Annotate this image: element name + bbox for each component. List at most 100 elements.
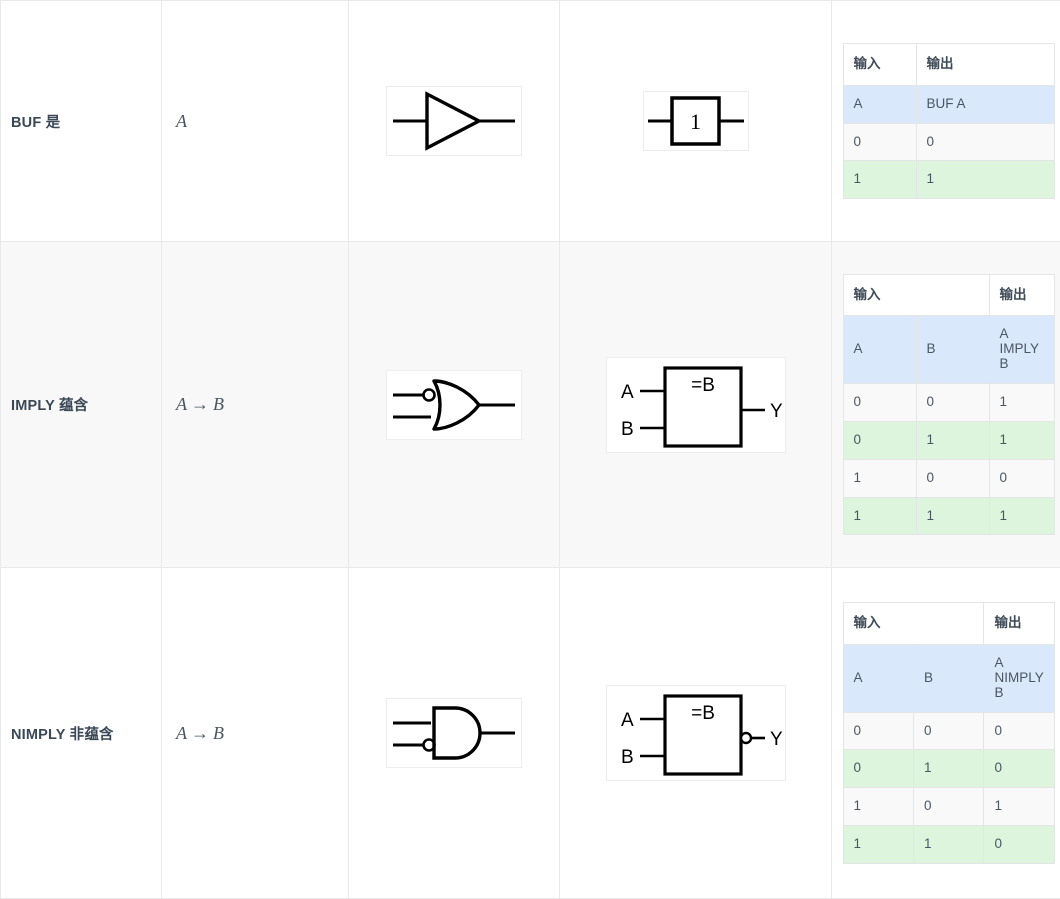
truth-header-row: 输入 输出	[843, 43, 1054, 85]
truth-input-col-a: A	[843, 316, 916, 384]
gate-expression: A	[162, 111, 348, 132]
truth-table-cell: 输入 输出 A B A NIMPLY B 0 0 0	[832, 568, 1060, 899]
truth-output-header: 输出	[984, 603, 1054, 645]
gate-expression: A→B	[162, 723, 348, 744]
gate-name-cell: BUF 是	[1, 1, 162, 242]
iec-output-label: Y	[770, 729, 783, 750]
truth-cell-out: 1	[989, 497, 1054, 535]
gate-name-cell: NIMPLY 非蕴含	[1, 568, 162, 899]
truth-cell-out: 0	[916, 123, 1054, 161]
gate-name-cjk: 蕴含	[59, 398, 88, 414]
gate-name-en: IMPLY	[11, 398, 55, 414]
expr-arrow-icon: →	[187, 723, 213, 743]
truth-cell-a: 1	[843, 788, 913, 826]
table-row: BUF 是 A	[1, 1, 1060, 242]
truth-output-header: 输出	[989, 274, 1054, 316]
iec-box-1-icon: 1	[643, 91, 749, 151]
iec-symbol-wrap: A B =B Y	[560, 685, 831, 781]
truth-data-row: 0 1 1	[843, 421, 1054, 459]
truth-cell-b: 0	[913, 712, 984, 750]
truth-input-header: 输入	[843, 603, 984, 645]
ansi-symbol-wrap	[349, 370, 559, 440]
truth-cell-a: 0	[843, 384, 916, 422]
truth-cell-a: 0	[843, 712, 913, 750]
truth-cell-out: 0	[984, 712, 1054, 750]
truth-header-row: 输入 输出	[843, 603, 1054, 645]
ansi-symbol-cell	[349, 568, 560, 899]
truth-cell-out: 1	[989, 384, 1054, 422]
truth-data-row: 1 1	[843, 161, 1054, 199]
truth-cell-b: 1	[916, 497, 989, 535]
truth-subheader-row: A B A NIMPLY B	[843, 644, 1054, 712]
truth-cell-out: 1	[916, 161, 1054, 199]
truth-subheader-row: A BUF A	[843, 85, 1054, 123]
or-gate-inverted-input-icon	[386, 370, 522, 440]
iec-box-label: =B	[691, 375, 715, 396]
truth-input-col-a: A	[843, 85, 916, 123]
gate-name-cjk: 是	[46, 115, 61, 131]
truth-output-col: BUF A	[916, 85, 1054, 123]
truth-output-col: A NIMPLY B	[984, 644, 1054, 712]
table-row: NIMPLY 非蕴含 A→B	[1, 568, 1060, 899]
truth-cell-out: 0	[984, 750, 1054, 788]
gate-expression-cell: A→B	[162, 242, 349, 568]
ansi-symbol-wrap	[349, 86, 559, 156]
truth-table-cell: 输入 输出 A B A IMPLY B 0 0 1	[832, 242, 1060, 568]
truth-cell-out: 0	[989, 459, 1054, 497]
iec-input-label-a: A	[621, 382, 634, 403]
iec-input-label-b: B	[621, 419, 634, 440]
truth-table: 输入 输出 A BUF A 0 0 1 1	[843, 43, 1055, 199]
expr-lhs: A	[176, 394, 187, 414]
truth-cell-out: 1	[984, 788, 1054, 826]
truth-table-wrap: 输入 输出 A B A IMPLY B 0 0 1	[832, 266, 1060, 544]
gate-expression-cell: A	[162, 1, 349, 242]
iec-symbol-cell: 1	[560, 1, 832, 242]
gate-name-cell: IMPLY 蕴含	[1, 242, 162, 568]
gate-expression: A→B	[162, 394, 348, 415]
truth-input-header: 输入	[843, 43, 916, 85]
truth-table: 输入 输出 A B A NIMPLY B 0 0 0	[843, 602, 1055, 864]
gate-name-en: BUF	[11, 115, 41, 131]
truth-data-row: 0 0 1	[843, 384, 1054, 422]
truth-input-col-b: B	[916, 316, 989, 384]
truth-data-row: 0 0	[843, 123, 1054, 161]
truth-header-row: 输入 输出	[843, 274, 1054, 316]
truth-cell-a: 1	[843, 497, 916, 535]
gate-name-en: NIMPLY	[11, 727, 65, 743]
truth-cell-b: 1	[913, 826, 984, 864]
iec-symbol-wrap: 1	[560, 91, 831, 151]
gate-name: IMPLY 蕴含	[1, 394, 161, 415]
ansi-symbol-cell	[349, 1, 560, 242]
expr-arrow-icon: →	[187, 394, 213, 414]
truth-table-wrap: 输入 输出 A BUF A 0 0 1 1	[832, 35, 1060, 207]
truth-cell-out: 1	[989, 421, 1054, 459]
iec-box-le-b-icon: A B =B Y	[606, 357, 786, 453]
iec-symbol-cell: A B =B Y	[560, 568, 832, 899]
gate-name: BUF 是	[1, 111, 161, 132]
truth-cell-b: 0	[916, 384, 989, 422]
ansi-symbol-wrap	[349, 698, 559, 768]
truth-cell-a: 0	[843, 750, 913, 788]
truth-cell-a: 1	[843, 459, 916, 497]
iec-symbol-cell: A B =B Y	[560, 242, 832, 568]
truth-input-col-a: A	[843, 644, 913, 712]
truth-data-row: 0 0 0	[843, 712, 1054, 750]
truth-data-row: 1 0 1	[843, 788, 1054, 826]
truth-cell-a: 0	[843, 123, 916, 161]
truth-data-row: 0 1 0	[843, 750, 1054, 788]
table-row: IMPLY 蕴含 A→B	[1, 242, 1060, 568]
truth-cell-a: 1	[843, 826, 913, 864]
truth-cell-b: 1	[913, 750, 984, 788]
inversion-bubble-icon	[741, 733, 751, 743]
truth-table: 输入 输出 A B A IMPLY B 0 0 1	[843, 274, 1055, 536]
truth-data-row: 1 1 1	[843, 497, 1054, 535]
iec-symbol-wrap: A B =B Y	[560, 357, 831, 453]
expr-lhs: A	[176, 723, 187, 743]
iec-output-label: Y	[770, 401, 783, 422]
truth-output-col: A IMPLY B	[989, 316, 1054, 384]
expr-rhs: B	[213, 723, 224, 743]
expr-rhs: B	[213, 394, 224, 414]
ansi-symbol-cell	[349, 242, 560, 568]
svg-text:1: 1	[690, 109, 701, 134]
